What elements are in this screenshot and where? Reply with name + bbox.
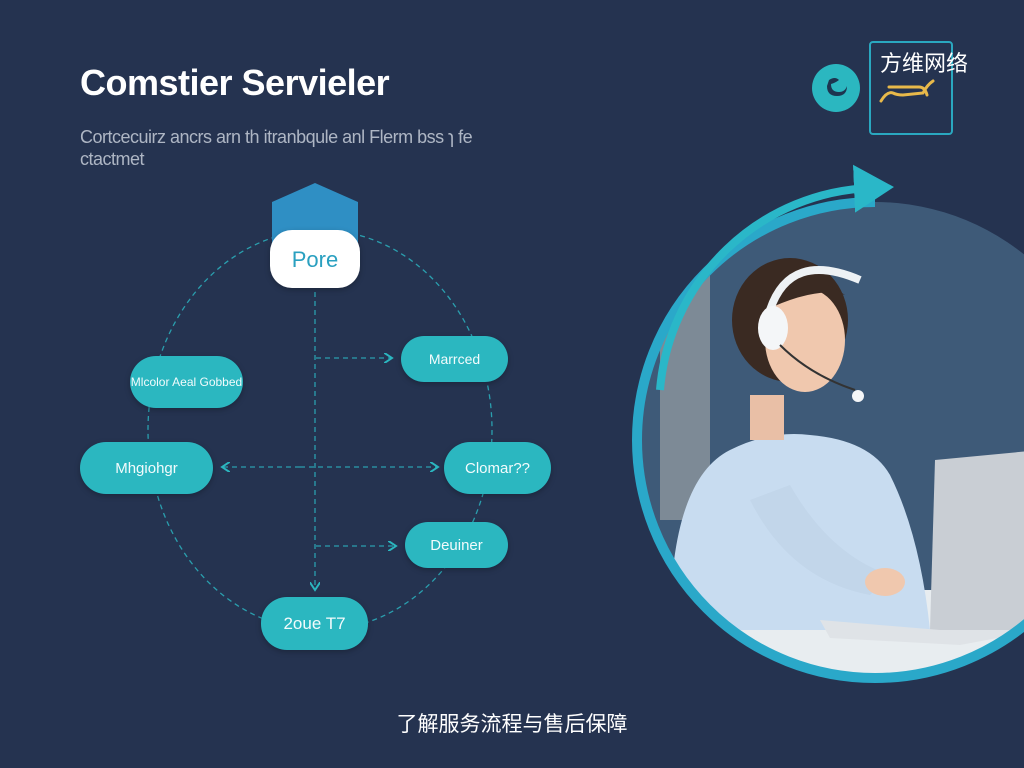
page-subtitle: Cortcecuirz ancrs arn th itranbqule anl … [80,127,473,169]
flow-connectors [147,183,493,631]
diagram-node: 2oue T7 [261,597,368,650]
diagram-node: Deuiner [405,522,508,568]
page-title: Comstier Servieler [80,62,390,103]
diagram-node: Marrced [401,336,508,382]
caption-subtitle: 了解服务流程与售后保障 [396,713,628,736]
cycle-ellipse [147,229,493,631]
diagram-node: Clomar?? [444,442,551,494]
brand-name: 方维网络 [880,51,969,76]
diagram-node: Mlcolor Aeal Gobbed [130,356,243,408]
diagram-node-center: Pore [270,230,360,288]
swirl-logo-icon [812,64,860,112]
logo-frame [869,41,953,135]
agent-photo [632,164,1024,683]
diagram-node: Mhgiohgr [80,442,213,494]
wave-logo-icon [879,79,935,103]
